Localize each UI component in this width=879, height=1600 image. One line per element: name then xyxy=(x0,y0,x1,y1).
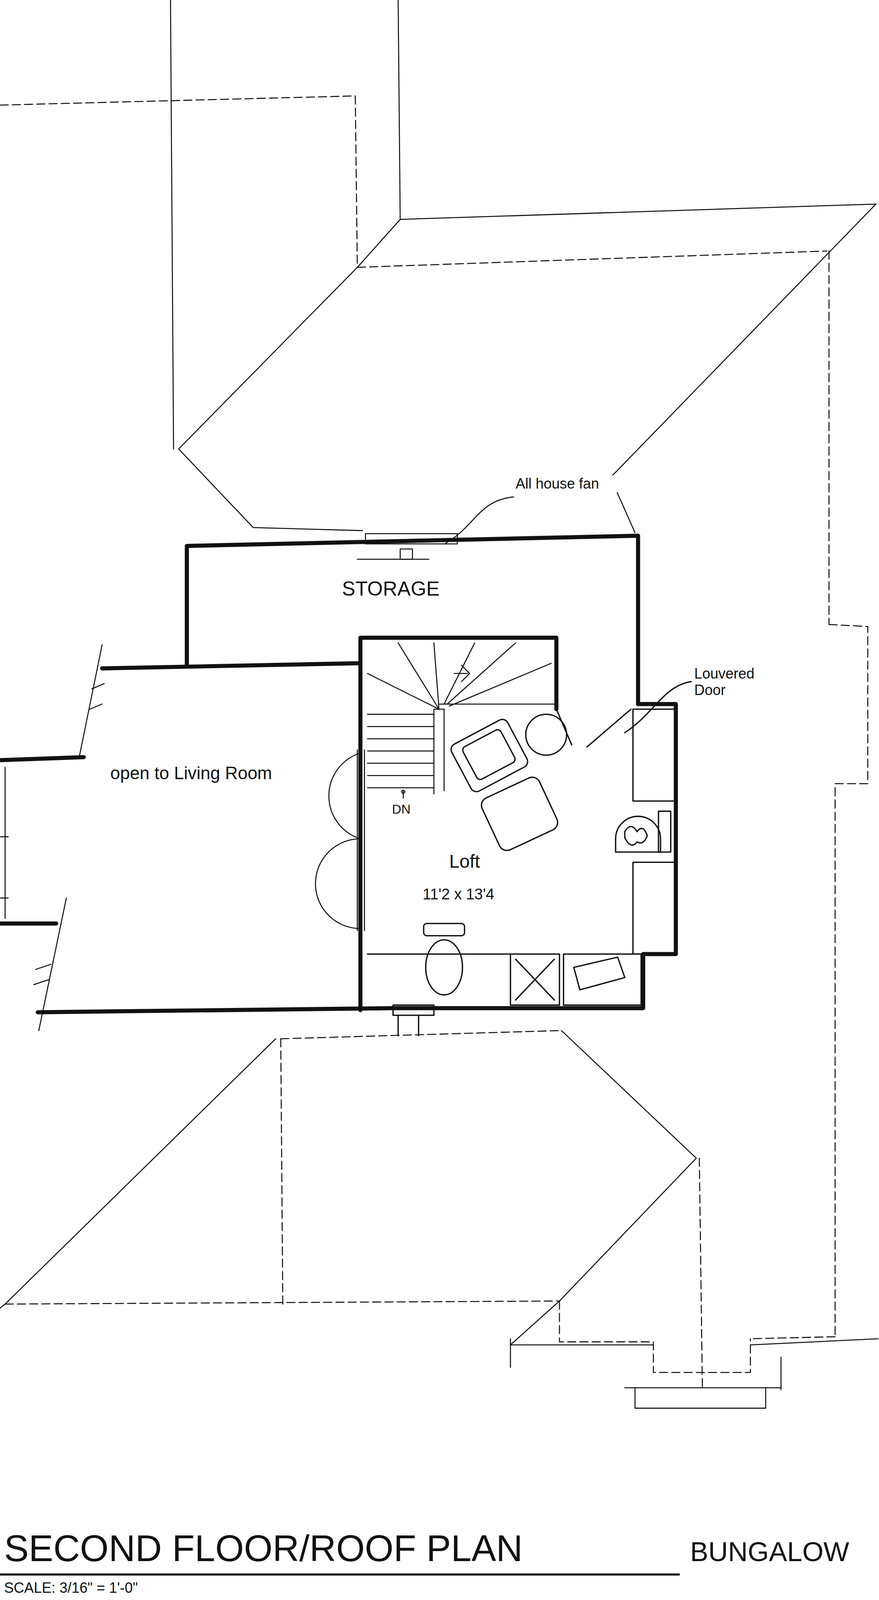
door-callout: Louvered Door xyxy=(694,665,788,699)
room-name: STORAGE xyxy=(342,577,440,602)
wall-breaks xyxy=(0,645,105,1031)
title-underline xyxy=(0,1574,679,1577)
sheet-title: SECOND FLOOR/ROOF PLAN xyxy=(4,1528,523,1571)
scale-note: SCALE: 3/16" = 1'-0" xyxy=(4,1580,138,1597)
french-doors xyxy=(315,750,365,932)
stair-symbol xyxy=(367,643,557,799)
fan-symbol xyxy=(357,497,514,560)
room-region: STORAGE xyxy=(186,538,638,638)
project-name: BUNGALOW xyxy=(690,1536,850,1568)
room-region: open to Living Room xyxy=(40,665,361,1011)
room-name: open to Living Room xyxy=(110,763,292,784)
room-dimension: 11'2 x 13'4 xyxy=(422,886,495,904)
fan-callout: All house fan xyxy=(515,475,630,493)
room-name: Loft xyxy=(449,851,481,873)
stair-direction: DN xyxy=(392,802,411,818)
roof-lines xyxy=(0,0,878,1409)
walls xyxy=(0,536,676,1013)
furniture xyxy=(367,682,692,1037)
room-region: Loft 11'2 x 13'4 xyxy=(362,637,677,1009)
